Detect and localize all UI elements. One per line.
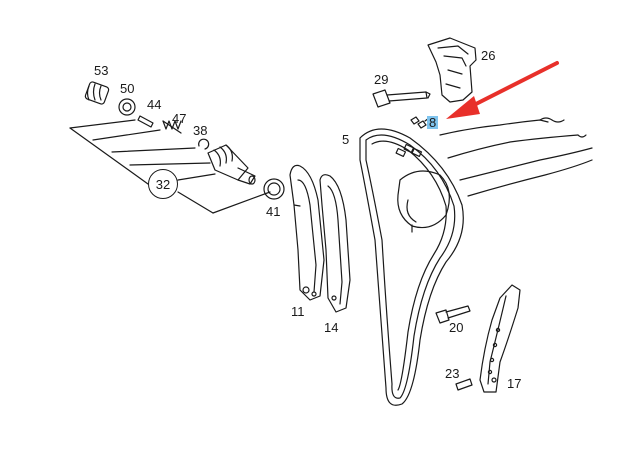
label-23: 23: [445, 366, 460, 381]
label-32: 32: [148, 169, 178, 199]
label-17: 17: [507, 376, 522, 391]
label-5: 5: [342, 132, 350, 147]
part-17-guide-rail: [479, 284, 521, 393]
part-53-plug: [84, 81, 110, 105]
part-50-ring: [118, 98, 136, 116]
label-11: 11: [291, 304, 305, 319]
part-41-seal: [263, 178, 285, 200]
cylinder-head-outline: [439, 117, 593, 197]
label-29: 29: [374, 72, 389, 87]
label-53: 53: [94, 63, 109, 78]
part-47-spring: [162, 120, 182, 134]
label-8-highlighted: 8: [427, 115, 439, 130]
part-5-timing-chain: [359, 128, 464, 406]
red-pointer-arrow: [446, 61, 559, 119]
label-50: 50: [120, 81, 135, 96]
part-26-housing: [427, 37, 477, 103]
label-44: 44: [147, 97, 162, 112]
leader-lines-32: [69, 119, 271, 214]
label-20: 20: [449, 320, 464, 335]
part-14-guide-rail: [319, 174, 351, 313]
part-11-guide-rail: [289, 164, 325, 301]
part-20-bolt: [435, 305, 471, 324]
part-38-circlip: [198, 138, 210, 150]
label-14: 14: [324, 320, 339, 335]
label-26: 26: [481, 48, 496, 63]
part-29-bolt: [372, 89, 431, 108]
part-32-tensioner: [207, 144, 256, 185]
label-38: 38: [193, 123, 208, 138]
part-44-pin: [137, 115, 154, 128]
label-47: 47: [172, 111, 187, 126]
part-23-dowel: [455, 378, 473, 391]
label-41: 41: [266, 204, 281, 219]
